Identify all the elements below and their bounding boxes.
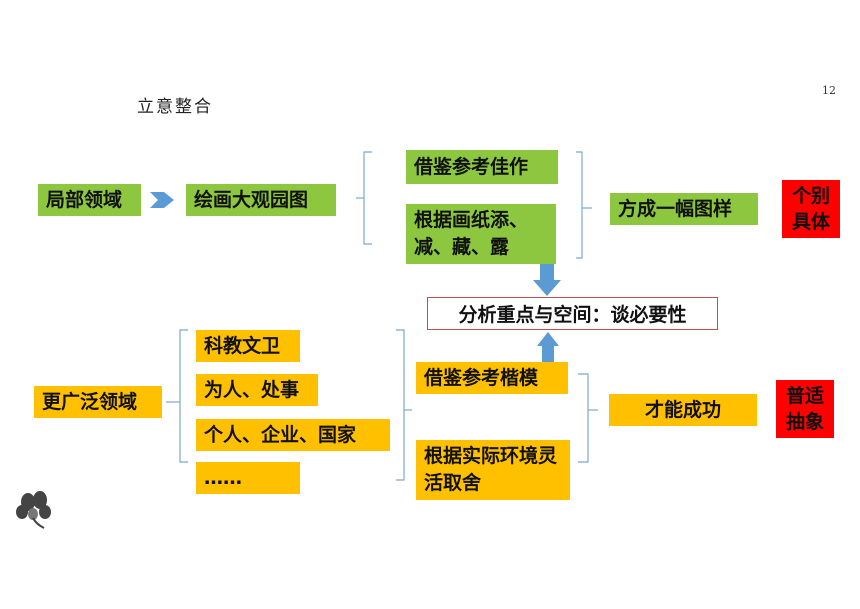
bottom-method-1: 借鉴参考楷模 — [416, 362, 568, 394]
bottom-area-2: 为人、处事 — [196, 374, 318, 406]
bottom-area-4: …… — [196, 462, 300, 494]
page-title: 立意整合 — [137, 97, 213, 117]
bottom-scope-box: 更广泛领域 — [34, 386, 162, 418]
bottom-area-3: 个人、企业、国家 — [196, 419, 390, 451]
bottom-left-bracket — [179, 329, 188, 463]
page-number: 12 — [822, 84, 836, 97]
bottom-result-box: 才能成功 — [609, 394, 757, 426]
bottom-right-bracket — [578, 373, 589, 463]
top-tag-box: 个别具体 — [782, 180, 840, 238]
top-right-bracket — [576, 151, 583, 259]
bottom-method-2-text: 根据实际环境灵活取舍 — [424, 445, 558, 494]
top-left-bracket — [363, 151, 372, 245]
center-analysis-box: 分析重点与空间：谈必要性 — [427, 297, 718, 330]
up-arrow-icon — [537, 332, 559, 362]
down-arrow-icon — [533, 264, 561, 296]
top-method-2: 根据画纸添、减、藏、露 — [406, 204, 556, 264]
chevron-right-icon — [150, 192, 174, 208]
top-result-box: 方成一幅图样 — [610, 193, 758, 225]
top-topic-box: 绘画大观园图 — [186, 184, 336, 216]
flower-logo-icon — [16, 491, 51, 529]
bottom-area-1: 科教文卫 — [196, 330, 300, 362]
top-scope-box: 局部领域 — [38, 184, 141, 216]
bottom-tag-text: 普适抽象 — [785, 385, 824, 433]
top-method-1: 借鉴参考佳作 — [406, 150, 558, 184]
bottom-tag-box: 普适抽象 — [776, 380, 834, 438]
top-method-2-text: 根据画纸添、减、藏、露 — [414, 209, 529, 258]
bottom-method-2: 根据实际环境灵活取舍 — [416, 440, 570, 500]
top-tag-text: 个别具体 — [791, 185, 830, 233]
bottom-middle-bracket — [396, 329, 405, 481]
